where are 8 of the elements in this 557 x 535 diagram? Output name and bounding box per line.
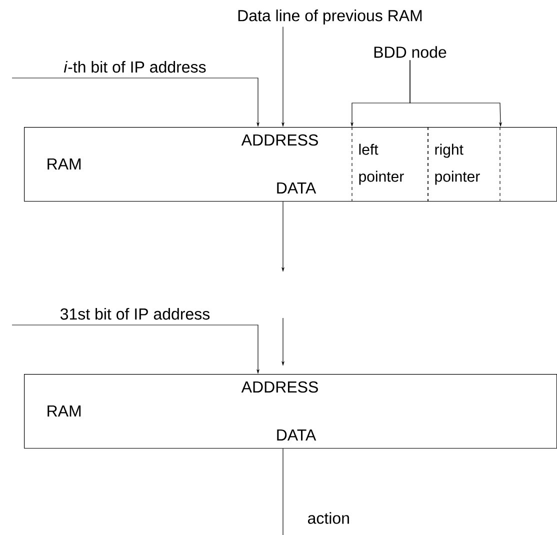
text-label: Data line of previous RAM <box>238 10 422 24</box>
pointer-field: left pointer <box>352 126 428 202</box>
ram-block: RAM ADDRESS DATA <box>24 374 557 449</box>
edge-label: i-th bit of IP address <box>64 60 206 73</box>
edge-label: action <box>308 512 349 524</box>
edge-label: 31st bit of IP address <box>60 308 210 320</box>
text-label: BDD node <box>374 46 446 58</box>
pointer-field: right pointer <box>435 144 480 185</box>
